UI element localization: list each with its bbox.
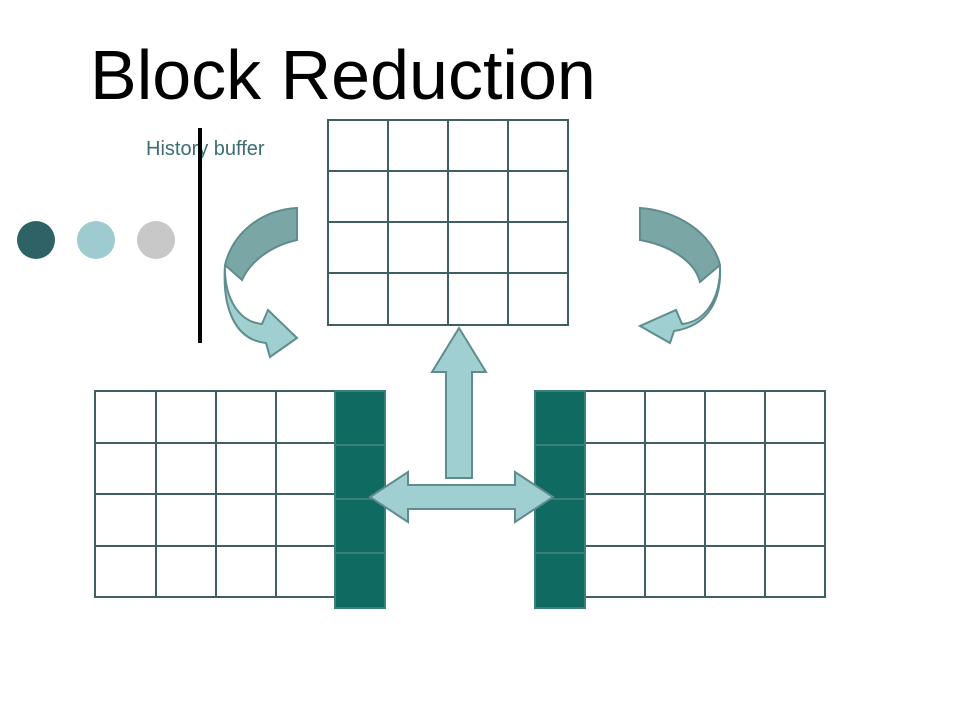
decorative-dots (17, 221, 175, 259)
double-arrow-icon (368, 470, 555, 524)
top-grid (327, 119, 569, 326)
dot-dark (17, 221, 55, 259)
history-buffer-label: History buffer (146, 138, 265, 160)
dot-light (77, 221, 115, 259)
dot-gray (137, 221, 175, 259)
curved-arrow-left-icon (223, 206, 299, 359)
curved-arrow-right-icon (637, 206, 722, 345)
slide-title: Block Reduction (90, 36, 596, 114)
up-arrow-icon (430, 326, 488, 479)
